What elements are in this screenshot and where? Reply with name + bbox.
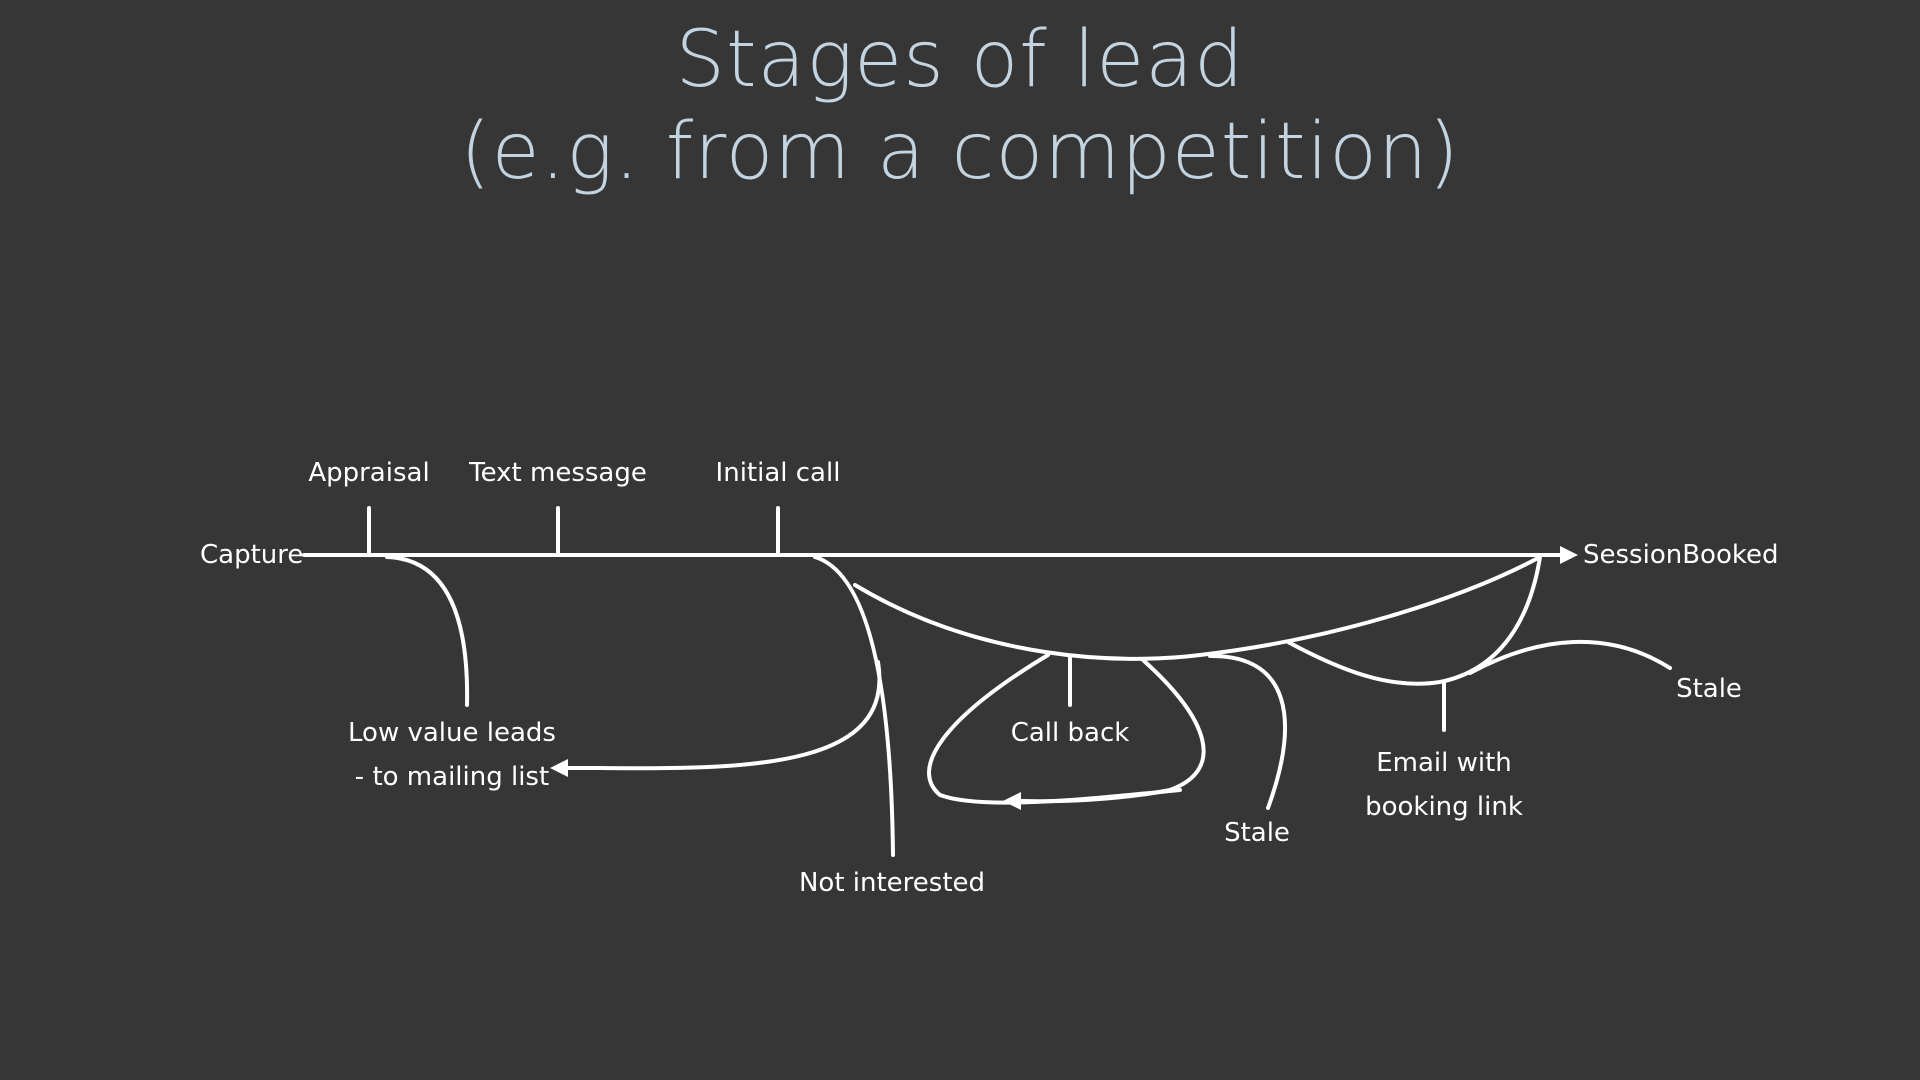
branch-not-interested: [813, 555, 895, 857]
label-low-value-1: Low value leads: [348, 718, 556, 748]
label-not-interested: Not interested: [799, 868, 985, 898]
loop-right: [1018, 658, 1206, 804]
timeline-arrowhead: [1560, 546, 1578, 564]
title-line-2: (e.g. from a competition): [460, 107, 1460, 197]
call-back-arrowhead: [1003, 792, 1021, 810]
lower-arc: [853, 555, 1542, 661]
label-stale-1: Stale: [1224, 818, 1290, 848]
label-stale-2: Stale: [1676, 674, 1742, 704]
mailing-list-arrowhead: [550, 759, 568, 777]
slide-title: Stages of lead (e.g. from a competition): [0, 14, 1920, 198]
label-initial-call: Initial call: [716, 458, 841, 488]
label-appraisal: Appraisal: [308, 458, 429, 488]
branch-stale-1: [1208, 653, 1287, 810]
branch-stale-2: [1468, 639, 1672, 675]
label-email-2: booking link: [1365, 792, 1523, 822]
label-low-value-2: - to mailing list: [355, 762, 549, 792]
label-call-back: Call back: [1011, 718, 1130, 748]
branch-mailing-list: [598, 660, 882, 771]
label-email-1: Email with: [1376, 748, 1512, 778]
label-session-booked: SessionBooked: [1583, 540, 1778, 570]
label-text-message: Text message: [468, 458, 647, 488]
branch-low-value: [385, 555, 470, 707]
title-line-1: Stages of lead: [675, 15, 1245, 105]
label-capture: Capture: [200, 540, 303, 570]
branch-email: [1286, 555, 1542, 686]
